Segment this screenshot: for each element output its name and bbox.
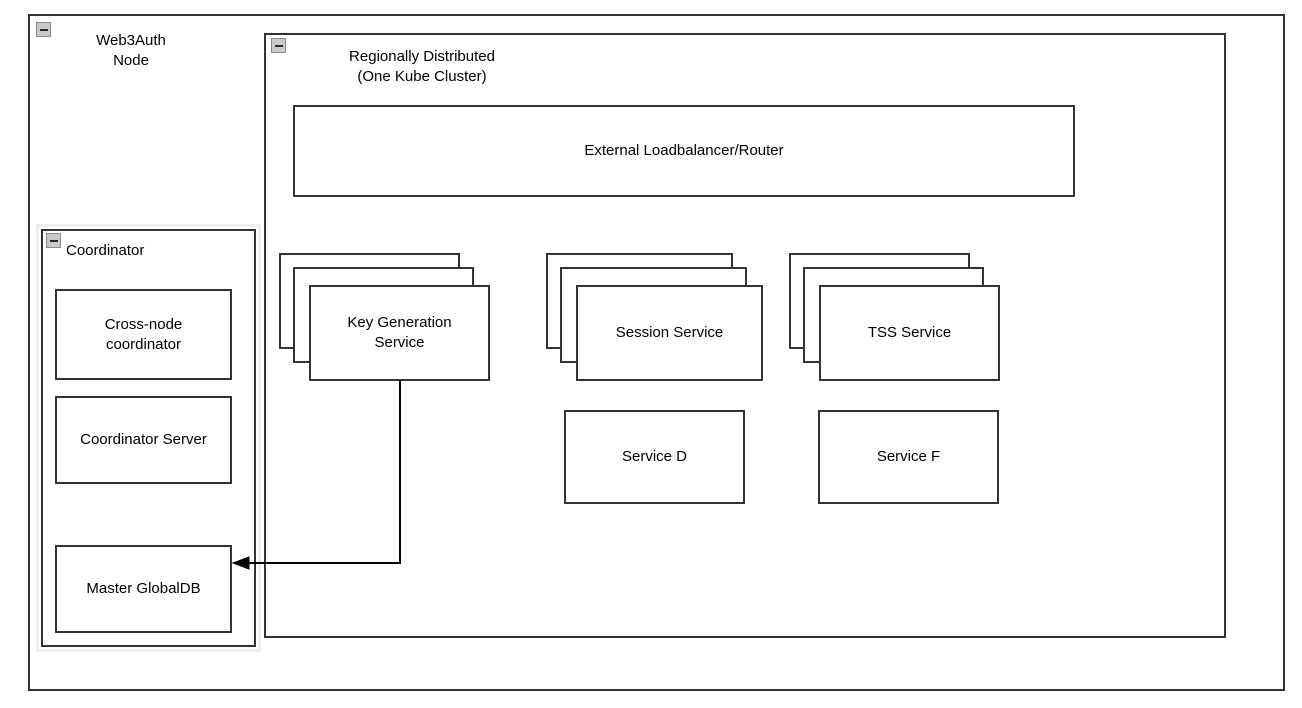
web3auth-node-title: Web3Auth Node <box>96 32 166 70</box>
service-f-box[interactable] <box>818 410 999 504</box>
session-service-stack[interactable]: Session Service <box>546 253 763 381</box>
coordinator-title: Coordinator <box>66 242 145 259</box>
session-service-instance-1[interactable] <box>576 285 763 381</box>
service-d-box[interactable] <box>564 410 745 504</box>
key-generation-service-instance-1[interactable] <box>309 285 490 381</box>
master-globaldb-box[interactable] <box>55 545 232 633</box>
collapse-minus-icon-coordinator[interactable] <box>46 233 61 248</box>
tss-service-stack[interactable]: TSS Service <box>789 253 1000 381</box>
collapse-minus-icon-kube-cluster[interactable] <box>271 38 286 53</box>
key-generation-service-stack[interactable]: Key Generation Service <box>279 253 490 381</box>
kube-cluster-title: Regionally Distributed (One Kube Cluster… <box>349 48 495 86</box>
external-loadbalancer-box[interactable] <box>293 105 1075 197</box>
coordinator-server-box[interactable] <box>55 396 232 484</box>
collapse-minus-icon-web3auth-node[interactable] <box>36 22 51 37</box>
tss-service-instance-1[interactable] <box>819 285 1000 381</box>
cross-node-coordinator-box[interactable] <box>55 289 232 380</box>
